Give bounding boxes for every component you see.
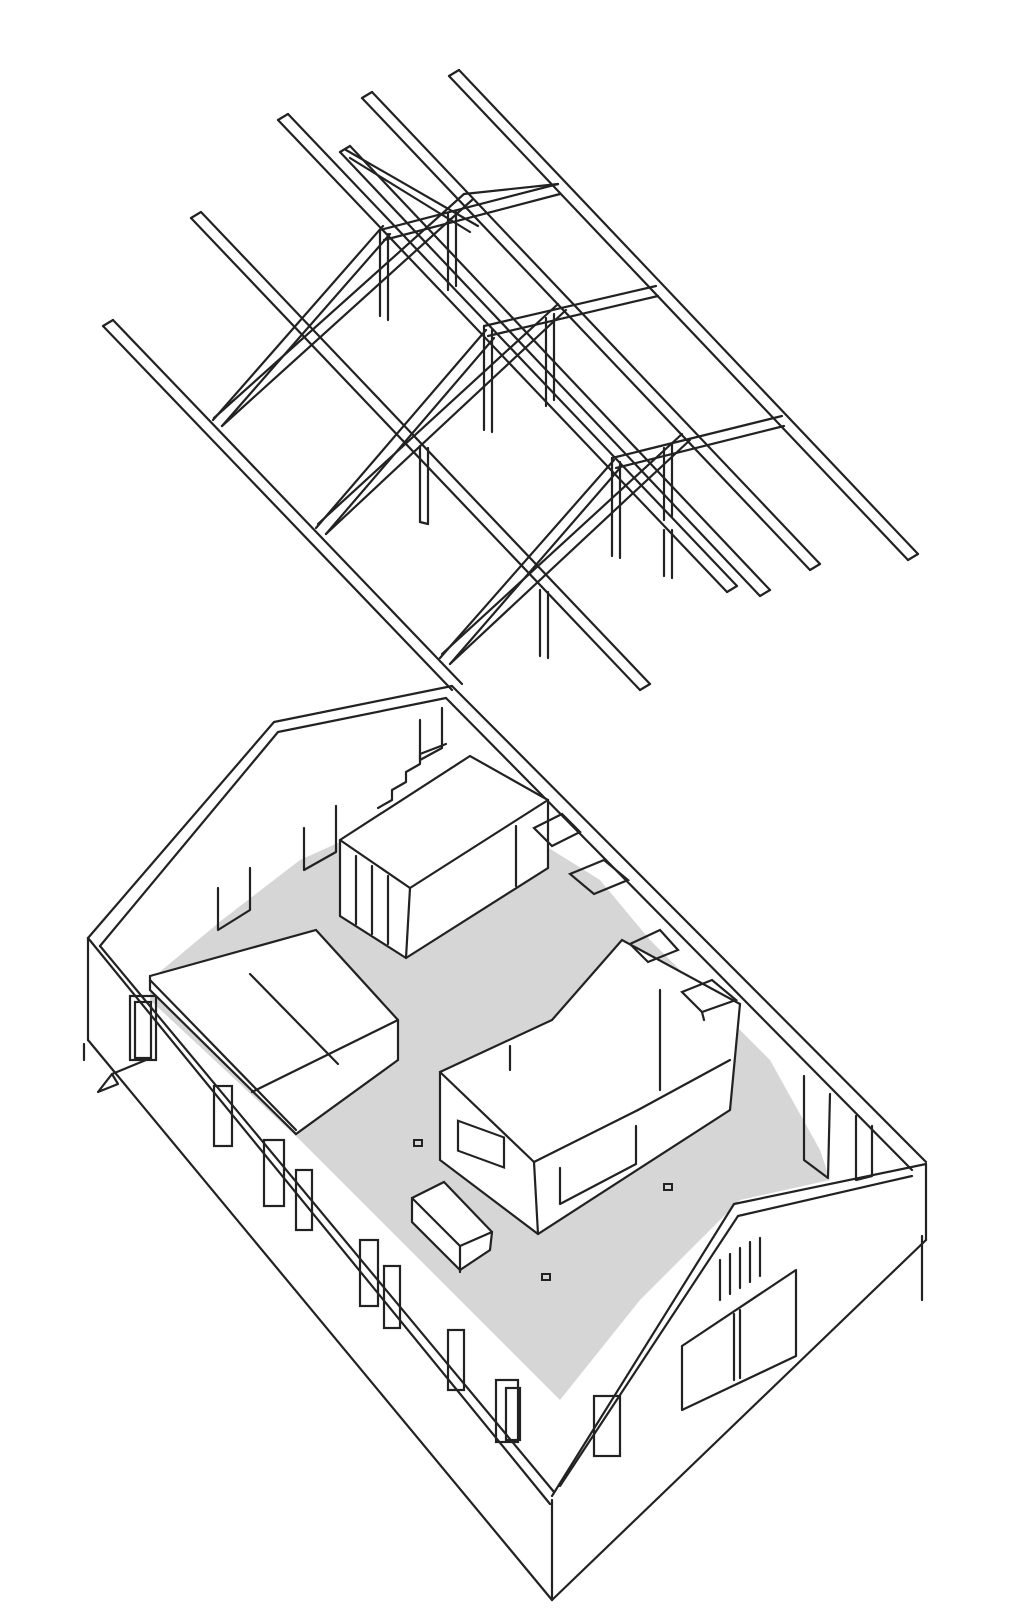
purlin-1 <box>101 318 464 692</box>
stair <box>376 742 448 810</box>
column-footings <box>413 1139 673 1281</box>
truss-1 <box>211 148 562 428</box>
purlin-6 <box>447 68 920 562</box>
bench <box>410 1180 494 1274</box>
purlin-2 <box>189 210 652 692</box>
skylights <box>532 812 739 1022</box>
truss-2 <box>314 284 660 536</box>
bed-block <box>148 928 400 1136</box>
gable-openings <box>592 1234 924 1458</box>
front-wall-openings <box>128 994 522 1444</box>
roof-truss-framework <box>101 68 920 692</box>
back-partitions <box>216 706 874 1182</box>
truss-3 <box>438 414 786 666</box>
kitchen-volume <box>438 938 742 1236</box>
cube-volume-back <box>338 754 550 960</box>
purlins <box>101 68 920 692</box>
purlin-3 <box>276 112 739 594</box>
entrance-arrow-icon <box>82 1042 148 1094</box>
louvre-vent <box>718 1236 762 1302</box>
purlin-5 <box>360 90 822 572</box>
building-floor-plan <box>82 684 928 1602</box>
exterior-walls <box>86 684 928 1602</box>
